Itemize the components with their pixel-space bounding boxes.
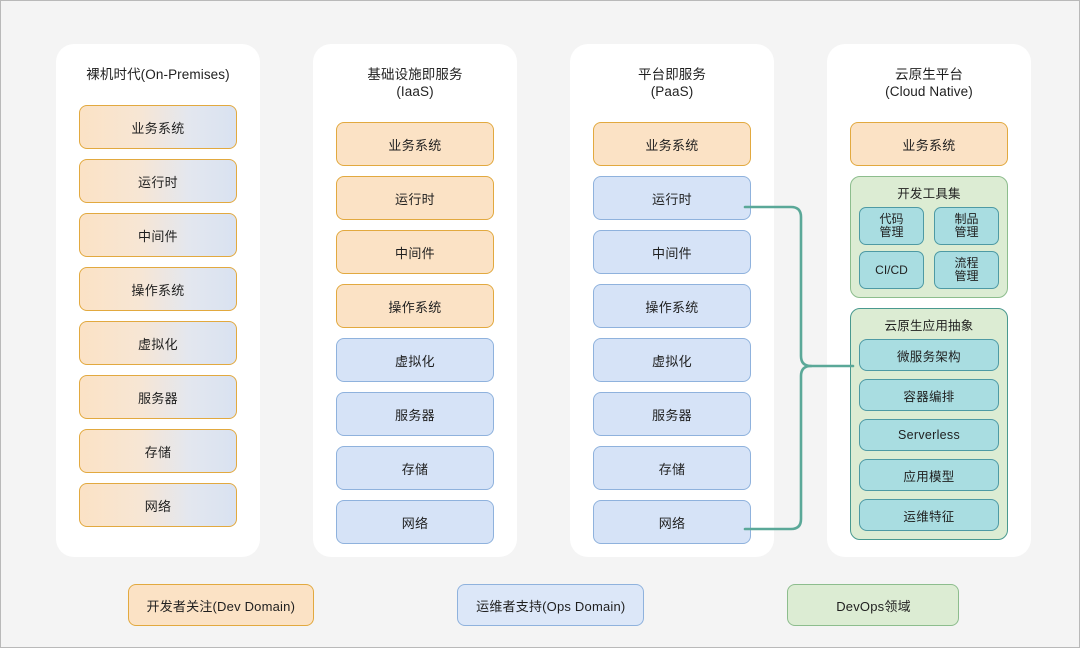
layer-box[interactable]: 中间件: [79, 213, 237, 257]
layer-box[interactable]: 虚拟化: [593, 338, 751, 382]
layer-box[interactable]: 网络: [79, 483, 237, 527]
dev-tools-grid: 代码 管理 制品 管理 CI/CD 流程 管理: [859, 207, 999, 289]
column-card-on-premises: 裸机时代(On-Premises) 业务系统 运行时 中间件 操作系统 虚拟化 …: [56, 44, 260, 557]
layer-box[interactable]: 运行时: [593, 176, 751, 220]
layer-box[interactable]: 业务系统: [79, 105, 237, 149]
layer-box[interactable]: 操作系统: [593, 284, 751, 328]
column-title-paas: 平台即服务 (PaaS): [638, 67, 706, 99]
layer-box[interactable]: 存储: [593, 446, 751, 490]
legend-item-devops-domain[interactable]: DevOps领域: [787, 584, 960, 626]
layer-box[interactable]: 网络: [336, 500, 494, 544]
layer-box[interactable]: 中间件: [593, 230, 751, 274]
layer-stack-iaas: 业务系统 运行时 中间件 操作系统 虚拟化 服务器 存储 网络: [336, 122, 494, 544]
layer-box[interactable]: 业务系统: [593, 122, 751, 166]
layer-box[interactable]: 存储: [336, 446, 494, 490]
layer-box[interactable]: 服务器: [593, 392, 751, 436]
layer-box[interactable]: 虚拟化: [79, 321, 237, 365]
cloud-native-abstraction-stack: 微服务架构 容器编排 Serverless 应用模型 运维特征: [859, 339, 999, 531]
dev-tools-group-title: 开发工具集: [897, 187, 961, 201]
dev-tools-group: 开发工具集 代码 管理 制品 管理 CI/CD 流程 管理: [850, 176, 1008, 298]
layer-box[interactable]: 服务器: [79, 375, 237, 419]
layer-box[interactable]: 运行时: [79, 159, 237, 203]
abstraction-box[interactable]: 运维特征: [859, 499, 999, 531]
layer-box[interactable]: 运行时: [336, 176, 494, 220]
layer-box[interactable]: 服务器: [336, 392, 494, 436]
layer-stack-cloud-native: 业务系统 开发工具集 代码 管理 制品 管理 CI/CD 流程 管理 云原生应用…: [850, 122, 1008, 540]
column-card-paas: 平台即服务 (PaaS) 业务系统 运行时 中间件 操作系统 虚拟化 服务器 存…: [570, 44, 774, 557]
tool-box[interactable]: CI/CD: [859, 251, 924, 289]
column-title-iaas: 基础设施即服务 (IaaS): [367, 67, 463, 99]
layer-stack-paas: 业务系统 运行时 中间件 操作系统 虚拟化 服务器 存储 网络: [593, 122, 751, 544]
abstraction-box[interactable]: 容器编排: [859, 379, 999, 411]
abstraction-box[interactable]: 微服务架构: [859, 339, 999, 371]
tool-box[interactable]: 代码 管理: [859, 207, 924, 245]
legend-item-ops-domain[interactable]: 运维者支持(Ops Domain): [457, 584, 645, 626]
layer-box[interactable]: 存储: [79, 429, 237, 473]
layer-box[interactable]: 虚拟化: [336, 338, 494, 382]
legend-row: 开发者关注(Dev Domain) 运维者支持(Ops Domain) DevO…: [56, 584, 1031, 626]
cloud-native-abstraction-title: 云原生应用抽象: [884, 319, 974, 333]
layer-box[interactable]: 业务系统: [336, 122, 494, 166]
column-title-on-premises: 裸机时代(On-Premises): [86, 67, 230, 82]
layer-box[interactable]: 中间件: [336, 230, 494, 274]
tool-box[interactable]: 制品 管理: [934, 207, 999, 245]
column-title-cloud-native: 云原生平台 (Cloud Native): [885, 67, 973, 99]
layer-stack-on-premises: 业务系统 运行时 中间件 操作系统 虚拟化 服务器 存储 网络: [79, 105, 237, 537]
columns-row: 裸机时代(On-Premises) 业务系统 运行时 中间件 操作系统 虚拟化 …: [56, 44, 1031, 557]
layer-box[interactable]: 操作系统: [336, 284, 494, 328]
layer-box[interactable]: 网络: [593, 500, 751, 544]
abstraction-box[interactable]: 应用模型: [859, 459, 999, 491]
abstraction-box[interactable]: Serverless: [859, 419, 999, 451]
cloud-native-abstraction-group: 云原生应用抽象 微服务架构 容器编排 Serverless 应用模型 运维特征: [850, 308, 1008, 540]
layer-box[interactable]: 操作系统: [79, 267, 237, 311]
column-card-cloud-native: 云原生平台 (Cloud Native) 业务系统 开发工具集 代码 管理 制品…: [827, 44, 1031, 557]
legend-item-dev-domain[interactable]: 开发者关注(Dev Domain): [127, 584, 315, 626]
tool-box[interactable]: 流程 管理: [934, 251, 999, 289]
layer-box[interactable]: 业务系统: [850, 122, 1008, 166]
column-card-iaas: 基础设施即服务 (IaaS) 业务系统 运行时 中间件 操作系统 虚拟化 服务器…: [313, 44, 517, 557]
